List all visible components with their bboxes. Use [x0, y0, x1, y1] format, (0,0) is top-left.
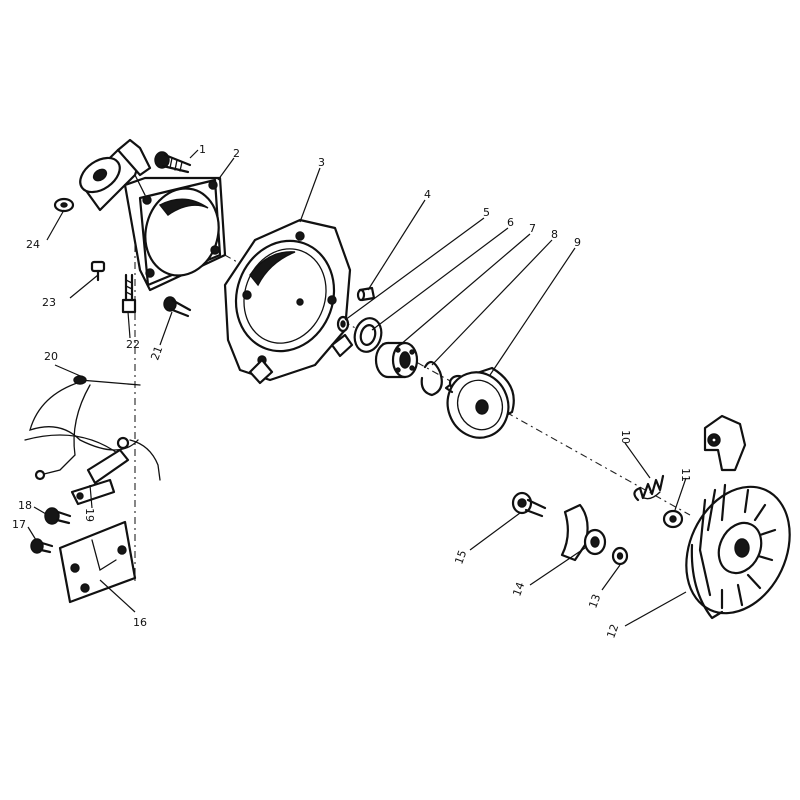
part-7-bearing: [374, 341, 419, 379]
part-17-screw: [30, 538, 54, 554]
clutch-shoe: [703, 414, 747, 472]
part-15-shoulder-bolt: [511, 491, 547, 518]
part-9-clutch-drum: [444, 366, 515, 439]
callout-labels: 1 2 3 4 5 6 7 8 9 10 11 12 13 14 15 16 1…: [12, 143, 692, 640]
part-13-washer: [611, 546, 629, 566]
part-14-clutch-shoe: [560, 503, 607, 562]
callout-4: 4: [424, 188, 431, 201]
callout-8: 8: [551, 228, 558, 241]
part-5-washer: [336, 315, 350, 333]
part-20-wire-harness: [24, 375, 161, 481]
part-4-pin: [356, 286, 376, 302]
callout-14: 14: [510, 580, 527, 598]
callout-23: 23: [42, 296, 56, 309]
part-16-mounting-plate: [58, 520, 137, 604]
part-10-spring: [633, 474, 665, 502]
callout-15: 15: [452, 548, 469, 566]
callout-11: 11: [679, 468, 692, 482]
callout-22: 22: [126, 338, 140, 351]
callout-21: 21: [148, 344, 165, 362]
callout-16: 16: [133, 616, 147, 629]
callout-leaders: [27, 149, 687, 627]
callout-2: 2: [233, 147, 240, 160]
callout-20: 20: [44, 350, 58, 363]
part-24-washer: [53, 197, 75, 213]
callout-12: 12: [604, 622, 621, 640]
part-22-long-bolt: [121, 273, 137, 314]
callout-24: 24: [26, 238, 40, 251]
callout-6: 6: [507, 216, 514, 229]
part-8-snap-ring: [420, 360, 443, 397]
part-23-screw: [90, 260, 106, 282]
part-19-ignition-module: [70, 448, 130, 506]
part-6-thrust-washer: [353, 317, 383, 353]
callout-5: 5: [483, 206, 490, 219]
part-1-bolt: [154, 151, 192, 174]
part-12-flywheel: [685, 483, 791, 620]
part-21-screw: [163, 296, 192, 318]
callout-13: 13: [586, 592, 603, 610]
callout-18: 18: [18, 499, 32, 512]
part-18-screw: [44, 507, 72, 525]
callout-17: 17: [12, 518, 26, 531]
part-2-drive-housing: [79, 138, 227, 292]
callout-19: 19: [83, 508, 96, 522]
callout-9: 9: [574, 236, 581, 249]
part-3-clutch-housing: [223, 218, 354, 385]
part-11-nut: [662, 509, 684, 529]
callout-10: 10: [619, 430, 632, 444]
callout-1: 1: [199, 143, 206, 156]
callout-7: 7: [529, 222, 536, 235]
callout-3: 3: [318, 156, 325, 169]
